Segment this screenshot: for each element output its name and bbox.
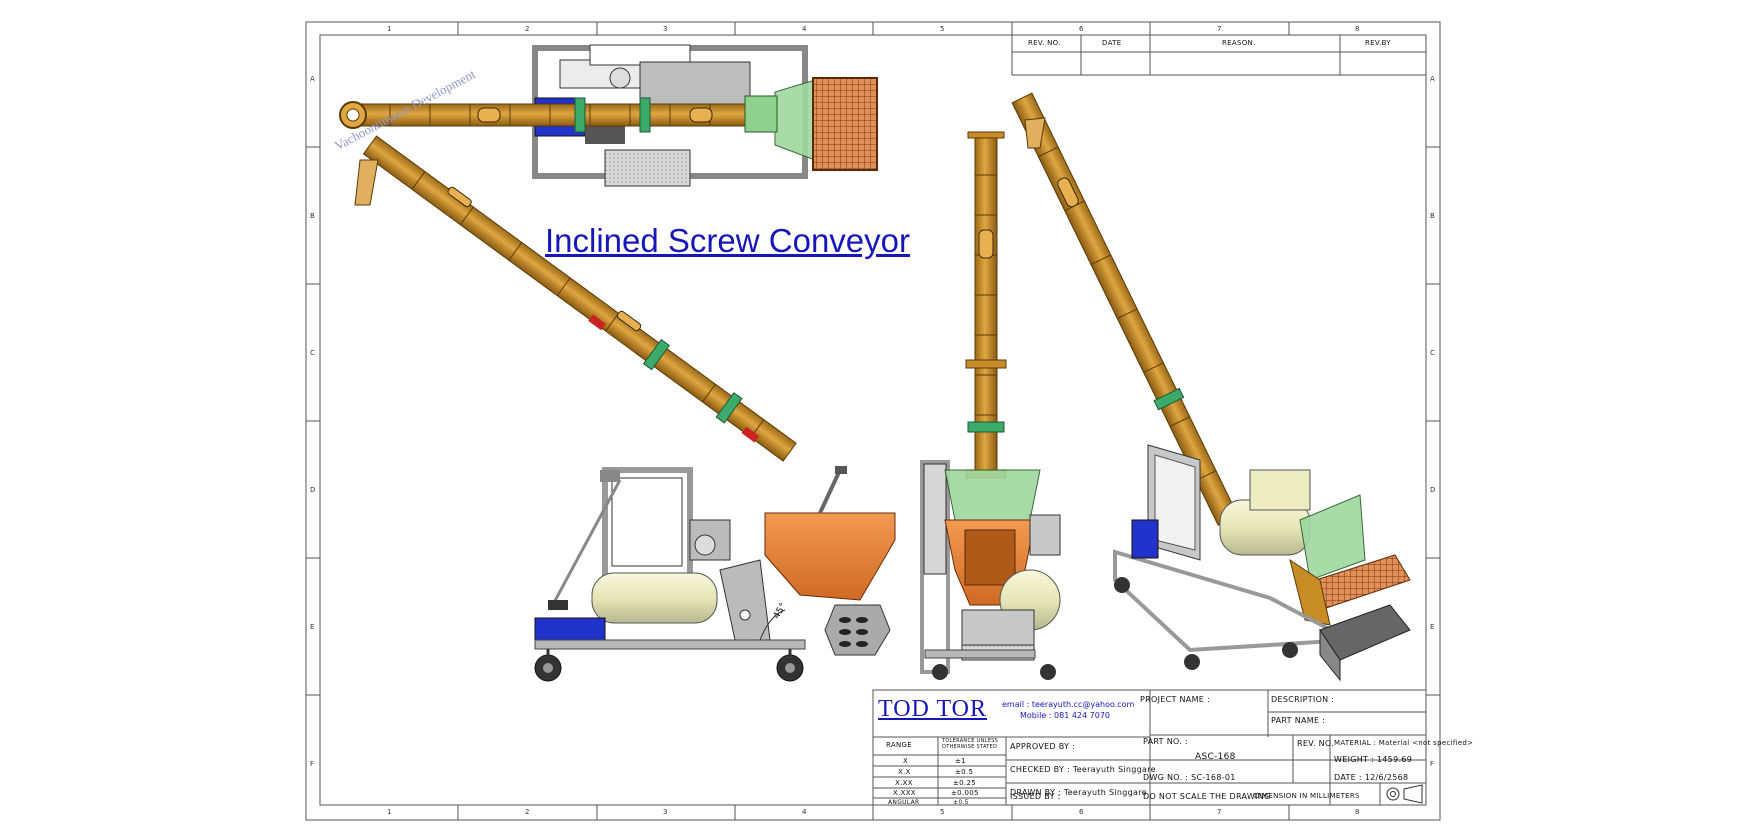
brand-logo-text: TOD TOR bbox=[878, 696, 988, 722]
zone-label-top: 4 bbox=[802, 25, 807, 33]
dwg-no: DWG NO. : SC-168-01 bbox=[1143, 773, 1236, 782]
approved-by: APPROVED BY : bbox=[1010, 742, 1076, 751]
zone-label-top: 2 bbox=[525, 25, 530, 33]
zone-label-top: 8 bbox=[1355, 25, 1360, 33]
side-view bbox=[354, 135, 896, 682]
tolerance-label: TOLERANCE UNLESS OTHERWISE STATED bbox=[942, 738, 999, 750]
zone-label-side: D bbox=[1430, 486, 1436, 494]
zone-label-side: C bbox=[310, 349, 315, 357]
contact-mobile: Mobile : 081 424 7070 bbox=[1020, 711, 1111, 720]
top-view bbox=[339, 44, 878, 187]
title-block bbox=[872, 689, 1427, 806]
projection-symbol-icon bbox=[1386, 784, 1423, 804]
zone-label-side: E bbox=[310, 623, 315, 631]
zone-label-bottom: 6 bbox=[1079, 808, 1084, 816]
zone-label-side: C bbox=[1430, 349, 1435, 357]
issued-by-label: ISSUED BY : bbox=[1010, 792, 1061, 801]
zone-label-side: B bbox=[1430, 212, 1435, 220]
zone-label-bottom: 3 bbox=[663, 808, 668, 816]
do-not-scale: DO NOT SCALE THE DRAWING bbox=[1143, 792, 1271, 801]
tolerance-range: X bbox=[903, 757, 909, 765]
tolerance-value: ±0.5 bbox=[955, 768, 974, 776]
front-view bbox=[920, 131, 1061, 680]
tolerance-value: ±0.005 bbox=[951, 789, 979, 797]
zone-label-side: D bbox=[310, 486, 316, 494]
project-name-label: PROJECT NAME : bbox=[1140, 695, 1210, 704]
range-label: RANGE bbox=[886, 741, 912, 749]
rev-header-revby: REV.BY bbox=[1365, 39, 1391, 47]
rev-header-date: DATE bbox=[1102, 39, 1122, 47]
weight: WEIGHT : 1459.69 bbox=[1334, 755, 1413, 764]
tolerance-range: X.XX bbox=[895, 779, 913, 787]
isometric-view bbox=[1011, 92, 1411, 682]
zone-label-side: A bbox=[310, 75, 315, 83]
material: MATERIAL : Material <not specified> bbox=[1334, 739, 1474, 747]
zone-label-top: 7 bbox=[1217, 25, 1222, 33]
drawn-by: DRAWN BY : Teerayuth Singgare bbox=[1010, 788, 1147, 797]
dimension-units: DIMENSION IN MILLIMETERS bbox=[1254, 792, 1360, 800]
description-label: DESCRIPTION : bbox=[1271, 695, 1335, 704]
part-no-value: ASC-168 bbox=[1195, 752, 1236, 762]
revision-table bbox=[1011, 34, 1427, 76]
tolerance-range: X.XXX bbox=[893, 789, 916, 797]
zone-label-bottom: 1 bbox=[387, 808, 392, 816]
zone-label-bottom: 2 bbox=[525, 808, 530, 816]
zone-label-top: 1 bbox=[387, 25, 392, 33]
tolerance-value: ±0.5 bbox=[953, 799, 969, 806]
zone-label-side: E bbox=[1430, 623, 1435, 631]
zone-label-side: F bbox=[310, 760, 315, 768]
zone-ticks bbox=[306, 22, 1440, 820]
rev-header-reason: REASON. bbox=[1222, 39, 1256, 47]
tolerance-range: ANGULAR bbox=[888, 799, 920, 806]
zone-label-bottom: 8 bbox=[1355, 808, 1360, 816]
date: DATE : 12/6/2568 bbox=[1334, 773, 1409, 782]
zone-label-side: F bbox=[1430, 760, 1435, 768]
zone-label-bottom: 5 bbox=[940, 808, 945, 816]
part-name-label: PART NAME : bbox=[1271, 716, 1326, 725]
rev-header-no: REV. NO. bbox=[1028, 39, 1061, 47]
checked-by: CHECKED BY : Teerayuth Singgare bbox=[1010, 765, 1156, 774]
tolerance-value: ±0.25 bbox=[953, 779, 976, 787]
zone-label-bottom: 4 bbox=[802, 808, 807, 816]
zone-label-top: 5 bbox=[940, 25, 945, 33]
part-no-label: PART NO. : bbox=[1143, 737, 1188, 746]
contact-email: email : teerayuth.cc@yahoo.com bbox=[1002, 700, 1135, 709]
zone-label-side: B bbox=[310, 212, 315, 220]
zone-label-bottom: 7 bbox=[1217, 808, 1222, 816]
zone-label-top: 3 bbox=[663, 25, 668, 33]
tolerance-range: X.X bbox=[898, 768, 911, 776]
zone-label-side: A bbox=[1430, 75, 1435, 83]
rev-no-label: REV. NO. bbox=[1297, 739, 1335, 748]
drawing-title: Inclined Screw Conveyor bbox=[545, 222, 910, 259]
zone-label-top: 6 bbox=[1079, 25, 1084, 33]
tolerance-value: ±1 bbox=[955, 757, 966, 765]
